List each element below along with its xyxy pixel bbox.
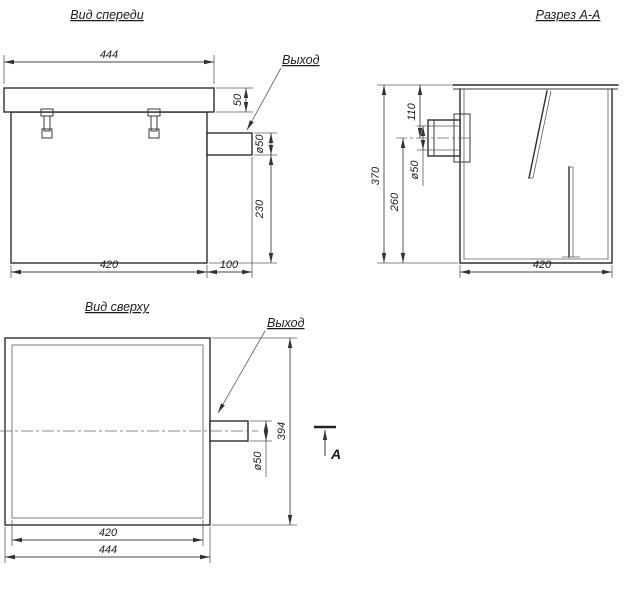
front-dim-bottom-width-value: 420 [100,259,119,271]
top-section-mark-label: А [330,446,341,462]
section-dim-total-height-value: 370 [370,166,382,185]
section-dim-total-height: 370 [370,84,458,264]
top-tank-outer [4,337,211,526]
section-dim-upper-height-value: 110 [406,102,418,120]
top-dim-pipe-diameter: ø50 [250,420,272,477]
section-baffle-inclined [528,90,552,179]
section-view-title: Разрез А-А [536,8,601,22]
front-view-title: Вид спереди [70,8,143,22]
top-tank-inner [11,344,204,519]
top-dim-pipe-diameter-value: ø50 [252,451,264,471]
front-dim-bottom: 420 100 [10,157,253,278]
top-dim-depth: 394 [212,337,297,526]
front-outlet-label: Выход [282,53,320,67]
front-outlet-pipe [206,132,253,156]
top-outlet-leader: Выход [217,316,305,414]
front-lid [3,87,215,113]
top-dim-outer-width: 444 [4,527,211,563]
front-clamp-left [40,108,54,139]
front-dim-pipe-length-value: 100 [220,259,239,271]
front-dim-lid-height: 50 [216,87,253,113]
front-clamp-right [147,108,161,139]
section-outlet-pipe [396,113,471,163]
top-dim-inner-width-value: 420 [99,527,118,539]
section-dim-lower-height-value: 260 [389,192,401,212]
section-dim-bottom-width-value: 420 [533,259,552,271]
front-view: Вид спереди 444 Выход [3,8,320,278]
front-dim-body-height-value: 230 [254,199,266,219]
front-dim-top-width: 444 [3,49,215,84]
front-tank-body [10,111,208,264]
top-dim-outer-width-value: 444 [99,544,117,556]
top-outlet-label: Выход [267,316,305,330]
section-dim-pipe-diameter: ø50 [409,125,430,186]
top-view: Вид сверху Выход 394 ø50 А [0,300,341,563]
section-view: Разрез А-А [370,8,619,278]
section-baffle-vertical [562,166,580,258]
section-dim-pipe-diameter-value: ø50 [409,160,421,180]
top-dim-inner-width: 420 [11,520,204,546]
top-dim-depth-value: 394 [276,422,288,440]
top-view-title: Вид сверху [85,300,150,314]
top-section-mark: А [314,425,341,462]
section-dim-lower-height: 260 [389,138,406,263]
front-dim-pipe-diameter-value: ø50 [254,134,266,154]
front-dim-body-height: 230 [209,155,277,264]
front-dim-top-width-value: 444 [100,49,118,61]
section-tank [452,84,619,264]
front-dim-pipe-diameter: ø50 [254,132,277,156]
front-outlet-leader: Выход [246,53,320,131]
section-dim-upper-height: 110 [406,85,423,138]
section-dim-bottom-width: 420 [459,259,613,278]
front-dim-lid-height-value: 50 [232,93,244,106]
